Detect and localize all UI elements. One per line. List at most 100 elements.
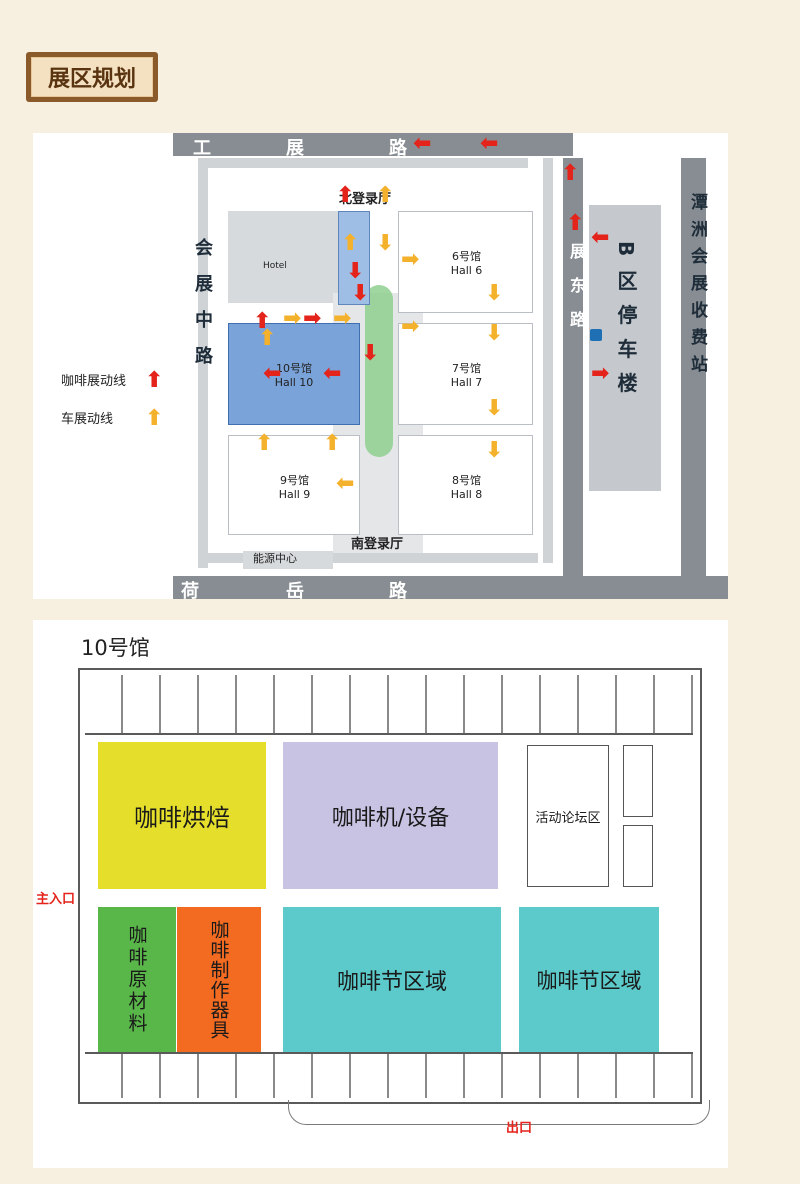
north-ring-road bbox=[198, 158, 528, 168]
exit-label: 出口 bbox=[506, 1121, 533, 1136]
car-arrow-hall8-in: ➡ bbox=[401, 314, 420, 339]
hotel-label: Hotel bbox=[263, 261, 287, 271]
toll-station-label: 潭洲会展收费站 bbox=[687, 193, 707, 382]
plan-title: 10号馆 bbox=[81, 636, 150, 660]
car-arrow-walk: ➡ bbox=[283, 306, 302, 331]
zone-coffee-machines[interactable]: 咖啡机/设备 bbox=[283, 742, 498, 889]
hall-8-en: Hall 8 bbox=[450, 488, 483, 501]
car-arrow-north-2: ⬇ bbox=[376, 231, 395, 256]
coffee-arrow-hall10: ⬅ bbox=[263, 361, 282, 386]
zone-coffee-raw-materials[interactable]: 咖啡原材料 bbox=[98, 907, 176, 1052]
hall-8[interactable]: 8号馆 Hall 8 bbox=[398, 435, 533, 535]
west-ring-road bbox=[198, 158, 208, 568]
zone-coffee-festival-1-label: 咖啡节区域 bbox=[336, 969, 447, 995]
coffee-arrow-center: ⬇ bbox=[361, 341, 380, 366]
hall-6[interactable]: 6号馆 Hall 6 bbox=[398, 211, 533, 313]
car-arrow-hall6-in: ➡ bbox=[401, 247, 420, 272]
coffee-arrow-walk: ➡ bbox=[303, 306, 322, 331]
side-room-1 bbox=[623, 745, 653, 817]
zone-coffee-tools-label: 咖啡制作器具 bbox=[207, 919, 230, 1040]
coffee-arrow-parking: ⬅ bbox=[591, 225, 610, 250]
coffee-arrow-hall10-in: ⬅ bbox=[323, 361, 342, 386]
hall-6-cn: 6号馆 bbox=[452, 250, 481, 263]
car-arrow-hall6-1: ⬇ bbox=[485, 281, 504, 306]
zone-coffee-tools[interactable]: 咖啡制作器具 bbox=[177, 907, 261, 1052]
east-road bbox=[563, 158, 583, 578]
coffee-arrow-top-2: ⬅ bbox=[480, 131, 499, 156]
south-ring-road bbox=[198, 553, 538, 563]
main-entrance-label: 主入口 bbox=[36, 892, 76, 907]
zone-coffee-festival-2[interactable]: 咖啡节区域 bbox=[519, 907, 659, 1052]
zone-coffee-machines-label: 咖啡机/设备 bbox=[331, 805, 450, 831]
hall-6-en: Hall 6 bbox=[450, 264, 483, 277]
parking-building bbox=[589, 205, 661, 491]
section-title: 展区规划 bbox=[26, 52, 158, 102]
car-arrow-hall8-out: ⬅ bbox=[336, 471, 355, 496]
hall-7[interactable]: 7号馆 Hall 7 bbox=[398, 323, 533, 425]
coffee-arrow-north-3: ⬇ bbox=[351, 281, 370, 306]
legend-car-arrow: ⬆ bbox=[145, 406, 164, 431]
bottom-road-char-3: 路 bbox=[389, 581, 407, 602]
energy-center-label: 能源中心 bbox=[253, 552, 297, 565]
car-arrow-north-3: ⬆ bbox=[341, 231, 360, 256]
legend-coffee-label: 咖啡展动线 bbox=[61, 374, 127, 389]
coffee-arrow-east-up-2: ⬆ bbox=[566, 211, 585, 236]
building-outline bbox=[78, 668, 702, 1104]
bottom-road-char-1: 荷 bbox=[181, 581, 199, 602]
car-arrow-hall7-2: ⬇ bbox=[485, 396, 504, 421]
coffee-arrow-east-up: ⬆ bbox=[561, 161, 580, 186]
coffee-arrow-north-1: ⬆ bbox=[336, 183, 355, 208]
car-arrow-north-1: ⬆ bbox=[376, 183, 395, 208]
coffee-arrow-parking-2: ➡ bbox=[591, 361, 610, 386]
hall-7-cn: 7号馆 bbox=[452, 362, 481, 375]
car-arrow-hall9-2: ⬆ bbox=[323, 431, 342, 456]
zone-coffee-festival-2-label: 咖啡节区域 bbox=[536, 968, 642, 993]
north-hall-block bbox=[338, 211, 370, 305]
green-axis bbox=[365, 285, 393, 457]
hall10-plan: 10号馆 咖啡烘焙 咖啡机/设备 活动论坛区 咖啡原材料 咖啡制作器具 咖啡节区… bbox=[33, 620, 728, 1168]
top-road-char-3: 路 bbox=[389, 138, 407, 159]
bottom-road bbox=[173, 576, 728, 599]
top-road-char-2: 展 bbox=[286, 138, 304, 159]
west-road-label: 会展中路 bbox=[192, 238, 213, 382]
hall-9-cn: 9号馆 bbox=[280, 474, 309, 487]
east-ring-road bbox=[543, 158, 553, 563]
hall-9-en: Hall 9 bbox=[278, 488, 311, 501]
hall-7-en: Hall 7 bbox=[450, 376, 483, 389]
restroom-icon bbox=[590, 329, 602, 341]
venue-map: 工 展 路 荷 岳 路 会展中路 展东路 B区停车楼 潭洲会展收费站 Hotel… bbox=[33, 131, 728, 602]
top-road-char-1: 工 bbox=[193, 138, 211, 159]
top-service-strip bbox=[85, 675, 693, 735]
hall-10[interactable]: 10号馆 Hall 10 bbox=[228, 323, 360, 425]
parking-label: B区停车楼 bbox=[614, 241, 638, 407]
coffee-arrow-top-1: ⬅ bbox=[413, 131, 432, 156]
zone-coffee-raw-materials-label: 咖啡原材料 bbox=[125, 924, 148, 1035]
zone-coffee-roasting[interactable]: 咖啡烘焙 bbox=[98, 742, 266, 889]
hall-10-en: Hall 10 bbox=[274, 376, 314, 389]
legend-car-label: 车展动线 bbox=[61, 412, 114, 427]
side-room-2 bbox=[623, 825, 653, 887]
zone-forum[interactable]: 活动论坛区 bbox=[527, 745, 609, 887]
bottom-service-strip bbox=[85, 1052, 693, 1098]
zone-coffee-festival-1[interactable]: 咖啡节区域 bbox=[283, 907, 501, 1052]
car-arrow-walk-2: ➡ bbox=[333, 306, 352, 331]
top-road bbox=[173, 133, 573, 156]
zone-forum-label: 活动论坛区 bbox=[535, 810, 601, 826]
car-arrow-hall9-1: ⬆ bbox=[255, 431, 274, 456]
zone-coffee-roasting-label: 咖啡烘焙 bbox=[134, 804, 230, 832]
east-road-label: 展东路 bbox=[567, 243, 586, 345]
hall-10-cn: 10号馆 bbox=[276, 362, 312, 375]
section-title-text: 展区规划 bbox=[31, 57, 153, 97]
coffee-arrow-hall10-up: ⬆ bbox=[253, 309, 272, 334]
hotel-building bbox=[228, 211, 338, 303]
car-arrow-hall7-1: ⬇ bbox=[485, 321, 504, 346]
legend-coffee-arrow: ⬆ bbox=[145, 368, 164, 393]
car-arrow-hall10-in: ⬆ bbox=[258, 326, 277, 351]
south-hall-label: 南登录厅 bbox=[351, 537, 404, 552]
hall-8-cn: 8号馆 bbox=[452, 474, 481, 487]
energy-center bbox=[243, 551, 333, 569]
bottom-bays bbox=[288, 1100, 710, 1125]
east-curve-road bbox=[681, 158, 706, 578]
hall-9[interactable]: 9号馆 Hall 9 bbox=[228, 435, 360, 535]
north-hall-label: 北登录厅 bbox=[339, 192, 392, 207]
